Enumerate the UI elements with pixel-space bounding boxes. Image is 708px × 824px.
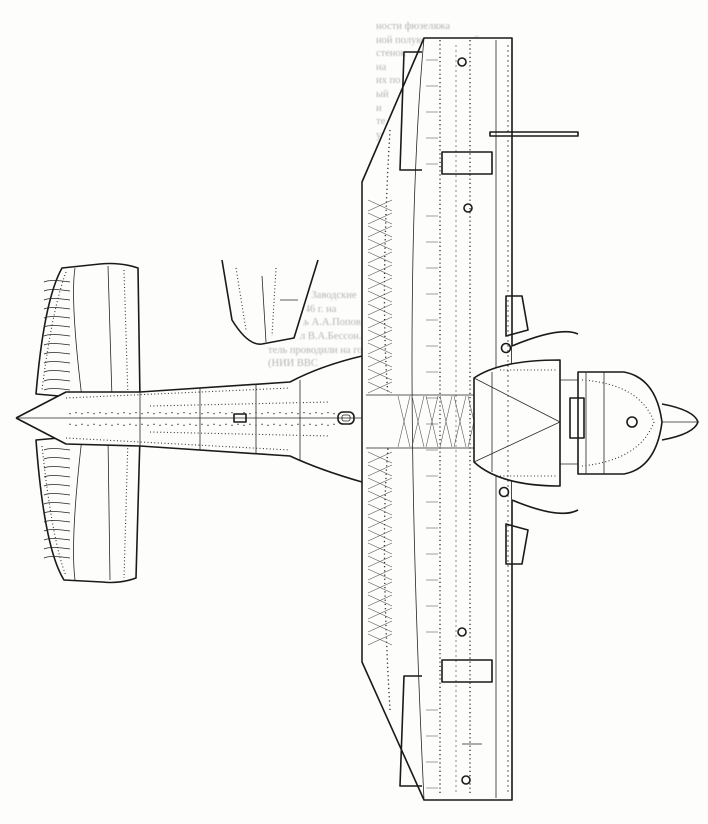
tail-panel-fragment bbox=[221, 259, 319, 346]
main-wing bbox=[361, 37, 579, 801]
text-line: стенок bbox=[376, 48, 406, 60]
text-line: и bbox=[376, 102, 382, 114]
text-line: в Химки. Заводские bbox=[268, 290, 357, 302]
text-line: (НИИ ВВС bbox=[268, 358, 318, 370]
text-line: те bbox=[376, 116, 386, 128]
text-line: ый bbox=[376, 88, 389, 100]
text-line: пытатель А.А.Попов, ведущий bbox=[268, 317, 406, 329]
text-line: их по bbox=[376, 75, 401, 87]
fuselage bbox=[15, 355, 363, 483]
text-line: на bbox=[376, 61, 387, 73]
horizontal-stabilizer-lower bbox=[35, 435, 141, 584]
text-line: тель проводили на гос bbox=[268, 344, 368, 356]
cockpit-canopy bbox=[473, 359, 561, 487]
horizontal-stabilizer-upper bbox=[35, 262, 141, 401]
text-line: ром был В.А.Бессон. 9 bbox=[268, 330, 370, 342]
text-line: ности фюзеляжа bbox=[376, 21, 451, 32]
rivet-dots bbox=[69, 45, 509, 792]
